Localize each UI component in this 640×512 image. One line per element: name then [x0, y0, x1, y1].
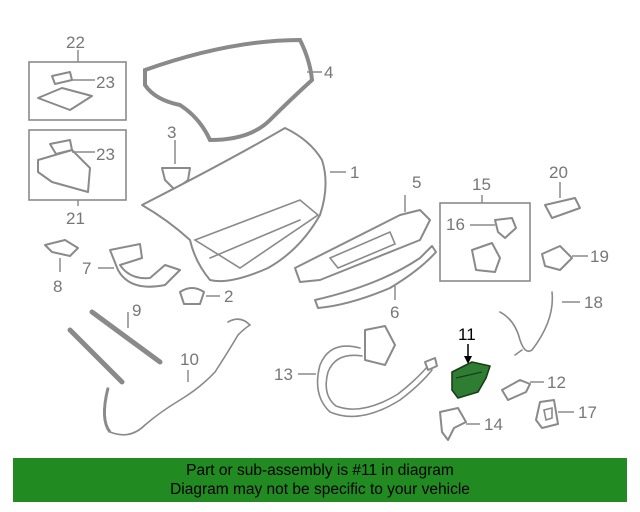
part-13-lock: 13	[274, 325, 438, 418]
part-22-group: 22 23	[28, 33, 127, 121]
part-3-bumper: 3	[161, 123, 191, 191]
callout-16: 16	[446, 215, 465, 234]
part-8: 8	[44, 239, 79, 296]
callout-10: 10	[180, 350, 199, 369]
callout-9: 9	[132, 301, 141, 320]
callout-12: 12	[547, 373, 566, 392]
callout-20: 20	[549, 163, 568, 182]
callout-18: 18	[584, 293, 603, 312]
banner-line-1: Part or sub-assembly is #11 in diagram	[186, 462, 454, 479]
part-19: 19	[541, 245, 609, 271]
banner-line-2: Diagram may not be specific to your vehi…	[170, 481, 470, 498]
part-1-trunk-lid: 1	[141, 127, 359, 283]
part-12: 12	[501, 373, 566, 401]
callout-19: 19	[590, 247, 609, 266]
part-5-trim: 5	[294, 173, 431, 283]
part-7-hinge: 7	[82, 243, 181, 288]
callout-13: 13	[274, 365, 293, 384]
callout-8: 8	[53, 277, 62, 296]
part-20: 20	[544, 163, 581, 219]
callout-23-top: 23	[96, 73, 115, 92]
part-21-group: 21 23	[28, 129, 127, 228]
callout-15: 15	[472, 175, 491, 194]
callout-14: 14	[484, 415, 503, 434]
callout-23-bottom: 23	[96, 145, 115, 164]
callout-5: 5	[412, 173, 421, 192]
part-15-group: 15 16	[439, 175, 531, 282]
part-11-highlighted: 11	[451, 325, 491, 399]
part-18-cable: 18	[499, 291, 603, 356]
part-9-strut: 9	[67, 301, 163, 385]
callout-3: 3	[167, 123, 176, 142]
callout-1: 1	[350, 163, 359, 182]
part-6-strip: 6	[314, 245, 437, 322]
part-2: 2	[179, 287, 233, 306]
part-10-cable: 10	[103, 318, 252, 436]
part-14: 14	[439, 407, 503, 441]
info-banner: Part or sub-assembly is #11 in diagram D…	[13, 458, 627, 502]
callout-2: 2	[224, 287, 233, 306]
callout-17: 17	[578, 403, 597, 422]
callout-4: 4	[324, 63, 333, 82]
part-17: 17	[535, 399, 597, 429]
callout-6: 6	[390, 303, 399, 322]
callout-7: 7	[82, 259, 91, 278]
parts-diagram: 22 23 21 23 4 3 1 5	[28, 33, 609, 441]
callout-22: 22	[66, 33, 85, 52]
callout-11: 11	[458, 325, 476, 344]
callout-21: 21	[66, 209, 85, 228]
part-4-seal: 4	[143, 37, 333, 143]
